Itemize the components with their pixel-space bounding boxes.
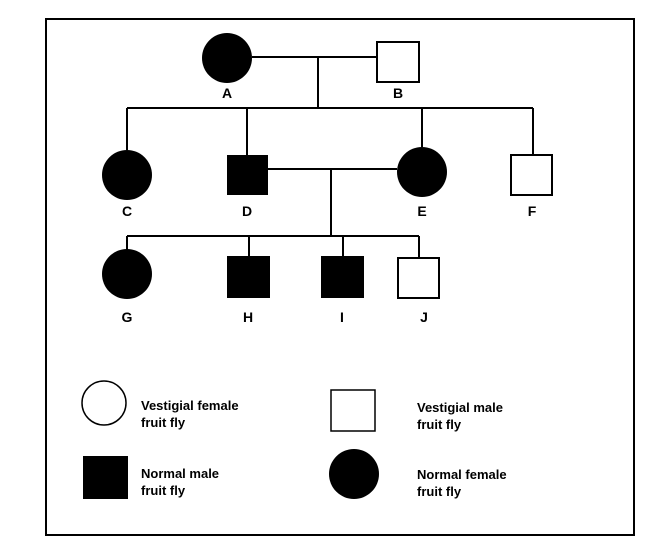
individual-h-symbol [227, 256, 270, 298]
individual-c-label: C [122, 203, 132, 219]
legend-vestigial-male-line1: Vestigial male [417, 400, 503, 415]
individual-e-label: E [417, 203, 426, 219]
legend-vestigial-female-line1: Vestigial female [141, 398, 239, 413]
legend-vestigial-female-line2: fruit fly [141, 415, 186, 430]
individual-b-symbol [376, 41, 420, 83]
individual-j-label: J [420, 309, 428, 325]
legend-vestigial-male-symbol [330, 389, 376, 432]
individual-i-symbol [321, 256, 364, 298]
individual-j-symbol [397, 257, 440, 299]
legend-normal-female-line1: Normal female [417, 467, 507, 482]
legend-vestigial-male-line2: fruit fly [417, 417, 462, 432]
individual-f-label: F [528, 203, 537, 219]
individual-h-label: H [243, 309, 253, 325]
legend-vestigial-female-symbol [81, 380, 127, 426]
individual-a-symbol [202, 33, 252, 83]
legend-normal-female-line2: fruit fly [417, 484, 462, 499]
individual-d-symbol [227, 155, 268, 195]
individual-i-label: I [340, 309, 344, 325]
individual-g-symbol [102, 249, 152, 299]
individual-c-symbol [102, 150, 152, 200]
legend-normal-male-symbol [83, 456, 128, 499]
legend-normal-male-line1: Normal male [141, 466, 219, 481]
legend: Vestigial female fruit fly Vestigial mal… [81, 380, 507, 499]
individual-g-label: G [122, 309, 133, 325]
individual-f-symbol [510, 154, 553, 196]
individual-d-label: D [242, 203, 252, 219]
legend-normal-female-symbol [329, 449, 379, 499]
connector-lines [126, 56, 534, 258]
individual-a-label: A [222, 85, 232, 101]
individual-b-label: B [393, 85, 403, 101]
individual-e-symbol [397, 147, 447, 197]
legend-normal-male-line2: fruit fly [141, 483, 186, 498]
